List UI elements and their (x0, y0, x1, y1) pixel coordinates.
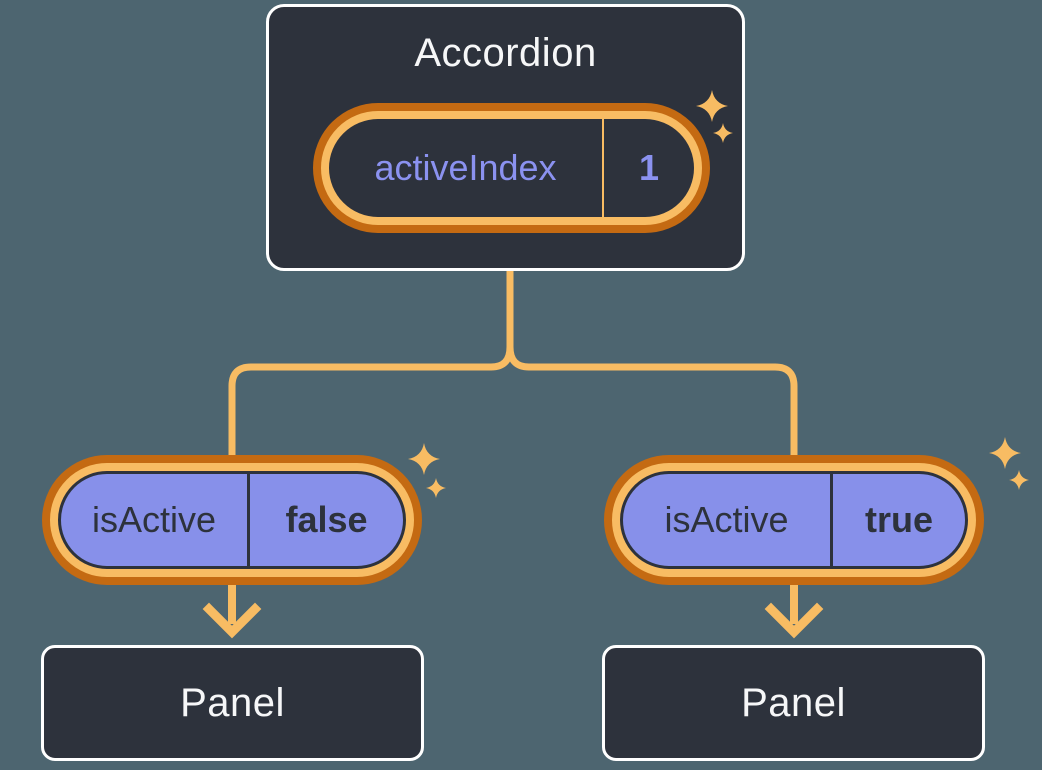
sparkles-icon (989, 437, 1029, 490)
accordion-title: Accordion (414, 31, 597, 75)
accordion-node: Accordion activeIndex 1 (266, 4, 745, 271)
arrow-down-icon (764, 584, 824, 639)
pill-divider (602, 119, 604, 217)
prop-pill-left: isActive false (42, 455, 422, 585)
panel-node-right: Panel (602, 645, 985, 761)
prop-value: false (285, 499, 368, 540)
panel-node-left: Panel (41, 645, 424, 761)
prop-name: isActive (664, 499, 789, 540)
state-name: activeIndex (374, 147, 557, 188)
prop-value: true (864, 499, 933, 540)
pill-divider (247, 474, 250, 566)
state-pill: activeIndex 1 (313, 103, 710, 233)
branch-line-right (506, 270, 798, 456)
arrow-down-icon (202, 584, 262, 639)
prop-pill-right: isActive true (604, 455, 984, 585)
pill-divider (830, 474, 833, 566)
prop-name: isActive (91, 499, 217, 540)
state-value: 1 (638, 147, 660, 188)
sparkles-icon (408, 443, 446, 498)
sparkles-icon (696, 90, 733, 143)
